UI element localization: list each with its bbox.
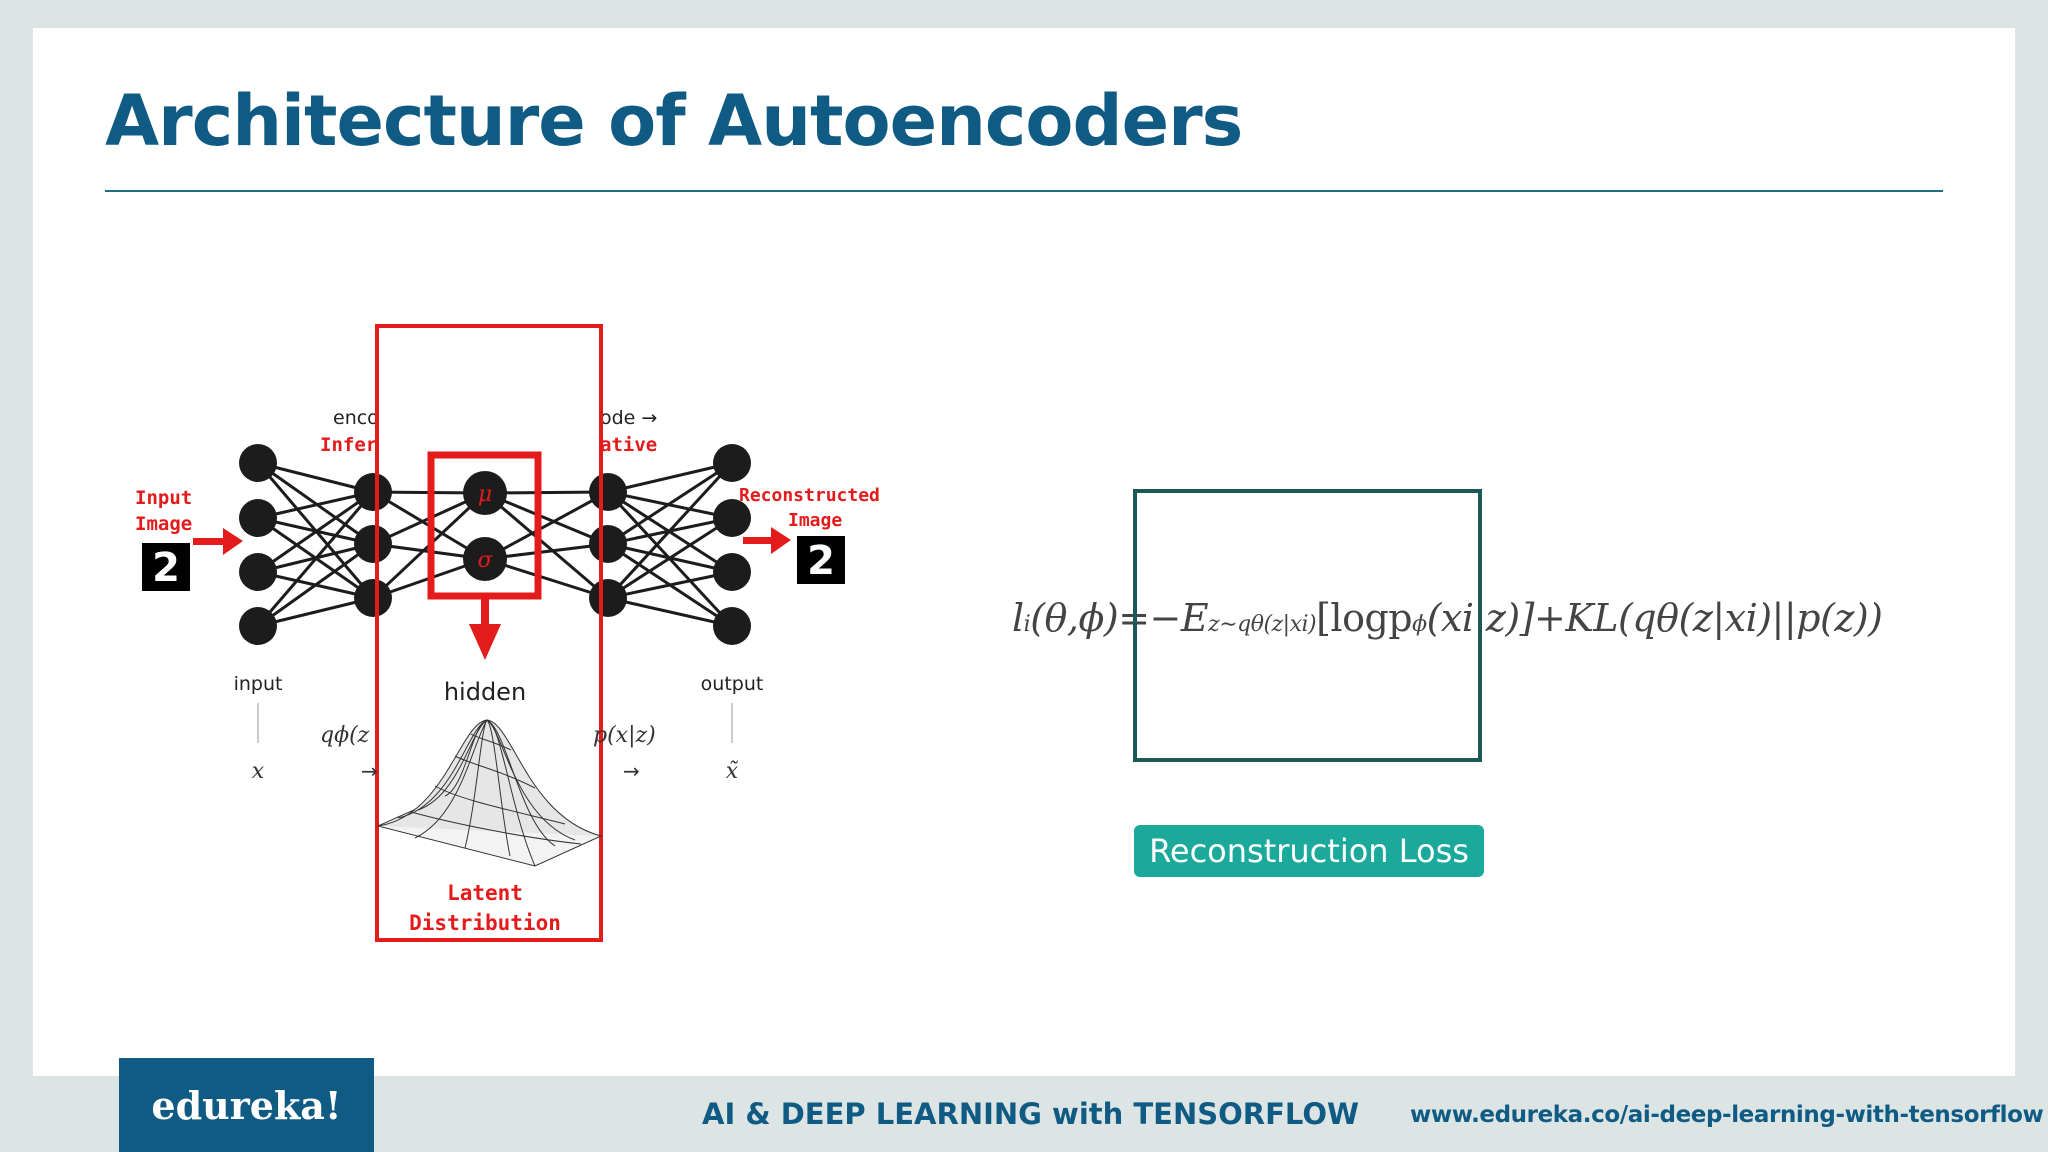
decoder-label-top: ode → <box>600 407 657 429</box>
decoder-arrow-icon: → <box>623 759 640 783</box>
mu-node <box>463 471 507 515</box>
mu-symbol: μ <box>478 482 492 507</box>
output-node <box>713 499 751 537</box>
reconstruction-loss-highlight <box>1133 489 1482 762</box>
edges-decoder-output <box>606 461 734 628</box>
input-node <box>239 607 277 645</box>
edges-input-encoder <box>256 461 375 628</box>
decoder-node <box>589 579 627 617</box>
decoder-p-label: p(x|z) <box>593 723 656 748</box>
title-divider <box>105 190 1943 192</box>
input-node <box>239 499 277 537</box>
input-digit: 2 <box>152 545 180 591</box>
output-node <box>713 607 751 645</box>
sigma-symbol: σ <box>477 548 493 573</box>
output-digit: 2 <box>807 538 835 584</box>
input-digit-image <box>142 543 190 591</box>
formula-rest: (xi|z)]+KL(qθ(z|xi)||p(z)) <box>1426 596 1883 640</box>
input-node <box>239 444 277 482</box>
input-arrow-icon <box>193 528 243 555</box>
reconstruction-loss-badge: Reconstruction Loss <box>1134 825 1484 877</box>
output-node <box>713 553 751 591</box>
edureka-logo: edureka! <box>119 1058 374 1152</box>
input-image-label: Input <box>135 487 192 509</box>
encoder-label-top: enco <box>333 407 379 429</box>
x-symbol: x <box>252 759 265 784</box>
output-layer-label: output <box>701 673 764 695</box>
formula-phi: ϕ <box>1412 612 1427 637</box>
course-title: AI & DEEP LEARNING with TENSORFLOW <box>702 1097 1360 1131</box>
output-node <box>713 444 751 482</box>
hidden-layer-label: hidden <box>444 678 526 706</box>
encoder-q-label: qϕ(z <box>320 723 370 748</box>
latent-frame <box>375 324 603 942</box>
decoder-node <box>589 473 627 511</box>
input-layer-nodes <box>239 444 277 645</box>
reconstructed-image-label-2: Image <box>788 510 842 531</box>
encoder-node <box>354 579 392 617</box>
slide-title: Architecture of Autoencoders <box>105 80 1243 162</box>
gaussian-surface-icon <box>376 719 603 867</box>
formula-log: [logp <box>1316 596 1413 640</box>
vae-architecture-diagram: μ σ enco Infer ode → ative Input Image 2… <box>135 324 880 942</box>
output-layer-nodes <box>713 444 751 645</box>
output-digit-image <box>797 536 845 584</box>
input-image-label-2: Image <box>135 513 192 535</box>
vae-loss-formula: li(θ,ϕ)=−Ez∼qθ(z|xi)[logpϕ(xi|z)]+KL(qθ(… <box>1012 596 1883 640</box>
latent-down-arrow-icon <box>469 596 501 660</box>
decoder-label-red: ative <box>600 434 657 456</box>
encoder-label-red: Infer <box>320 434 377 456</box>
formula-expectation-sub: z∼qθ(z|xi) <box>1208 612 1317 637</box>
decoder-layer-nodes <box>589 473 627 617</box>
encoder-node <box>354 525 392 563</box>
decoder-node <box>589 525 627 563</box>
formula-l: l <box>1012 596 1024 640</box>
formula-i: i <box>1023 612 1031 637</box>
x-tilde-symbol: x̃ <box>726 759 739 784</box>
input-layer-label: input <box>234 673 283 695</box>
output-arrow-icon <box>743 527 791 554</box>
reconstructed-image-label: Reconstructed <box>739 485 880 506</box>
input-node <box>239 553 277 591</box>
encoder-layer-nodes <box>354 473 392 617</box>
latent-distribution-label: Latent <box>447 881 523 905</box>
encoder-arrow-icon: → <box>361 759 378 783</box>
network-edges <box>256 461 734 628</box>
latent-distribution-label-2: Distribution <box>409 911 561 935</box>
formula-args: (θ,ϕ)=−E <box>1030 596 1209 640</box>
course-url[interactable]: www.edureka.co/ai-deep-learning-with-ten… <box>1410 1102 2044 1128</box>
encoder-node <box>354 473 392 511</box>
sigma-node <box>463 537 507 581</box>
